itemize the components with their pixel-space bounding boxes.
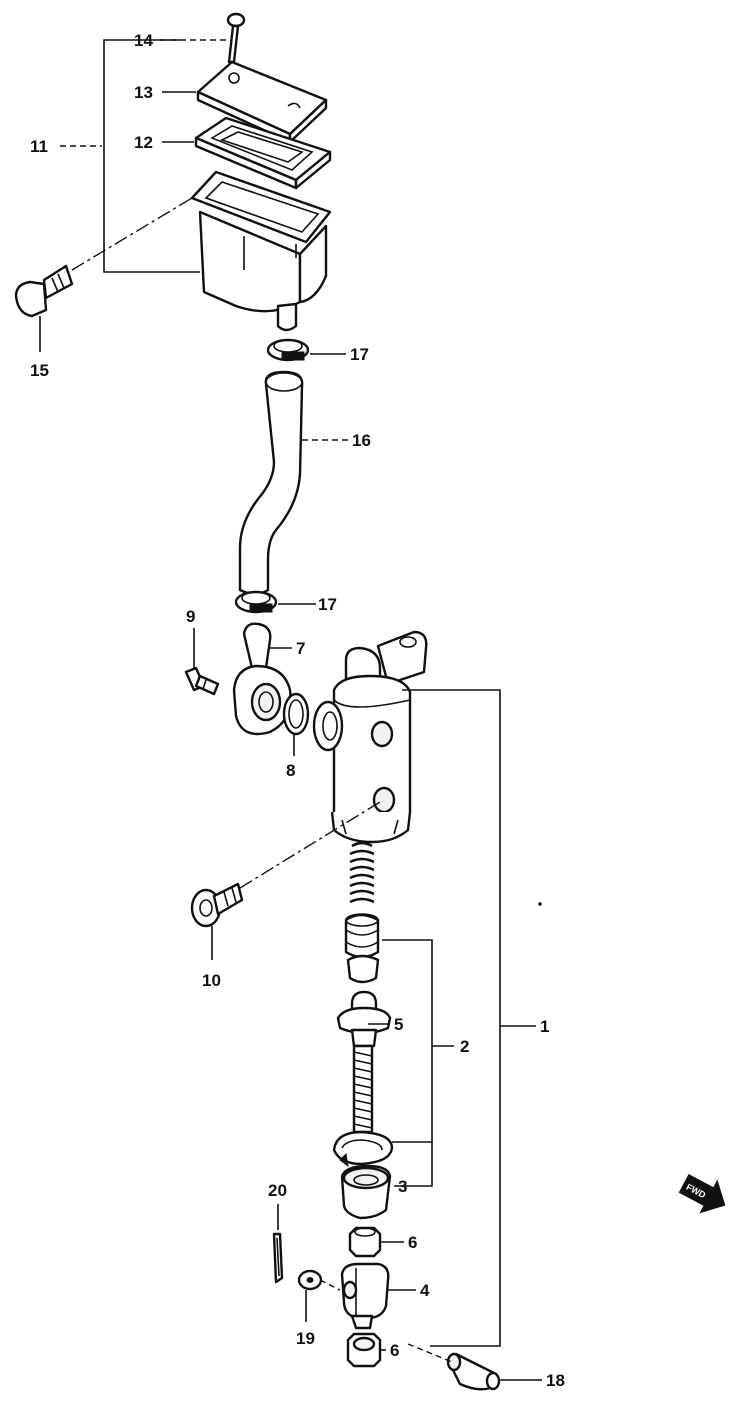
callout-labels: 14 13 12 11 15 17 16 17 9 7 8 10 5 2 1 3… — [30, 31, 565, 1390]
dust-boot-3 — [340, 1164, 392, 1220]
master-cylinder-body — [312, 630, 428, 844]
cotter-pin-20 — [272, 1232, 284, 1284]
bracket-2-lower — [394, 1142, 433, 1187]
callout-18: 18 — [546, 1371, 565, 1390]
callout-2: 2 — [460, 1037, 469, 1056]
callout-12: 12 — [134, 133, 153, 152]
callout-16: 16 — [352, 431, 371, 450]
callout-6-lower: 6 — [390, 1341, 399, 1360]
push-rod — [352, 1044, 374, 1134]
bracket-11 — [103, 39, 200, 273]
clevis-group — [272, 1204, 542, 1391]
clevis-4 — [340, 1262, 390, 1330]
piston-kit — [332, 841, 394, 1220]
bolt-15 — [14, 264, 74, 318]
hose-assembly — [234, 338, 348, 614]
inlet-fitting-group — [184, 622, 310, 756]
callout-8: 8 — [286, 761, 295, 780]
callout-17-upper: 17 — [350, 345, 369, 364]
forward-arrow-icon: FWD — [678, 1174, 726, 1214]
hose-clamp-17-upper — [266, 338, 310, 362]
stray-mark — [538, 902, 542, 906]
bracket-1 — [402, 689, 501, 1347]
callout-10: 10 — [202, 971, 221, 990]
hose-clamp-17-lower — [234, 590, 278, 614]
o-ring-8 — [282, 692, 310, 736]
lock-nut-6-upper — [348, 1226, 382, 1258]
callout-3: 3 — [398, 1177, 407, 1196]
hose-16 — [238, 370, 304, 596]
cup-seal — [344, 913, 380, 984]
reservoir-assembly — [14, 12, 332, 352]
screw-9 — [184, 666, 220, 696]
leader-18-axis — [407, 1343, 453, 1363]
callout-1: 1 — [540, 1017, 549, 1036]
callout-11: 11 — [30, 137, 48, 156]
bolt-10 — [190, 882, 244, 928]
leader-19-axis — [319, 1279, 341, 1291]
callout-14: 14 — [134, 31, 153, 50]
clevis-pin-18 — [446, 1352, 501, 1391]
callout-19: 19 — [296, 1329, 315, 1348]
callout-17-lower: 17 — [318, 595, 337, 614]
diaphragm-12 — [194, 116, 332, 190]
callout-7: 7 — [296, 639, 305, 658]
return-spring — [349, 841, 375, 904]
lock-nut-6-lower — [346, 1332, 382, 1368]
callout-6-upper: 6 — [408, 1233, 417, 1252]
callout-9: 9 — [186, 607, 195, 626]
cotter-pin-14 — [226, 12, 246, 64]
callout-5: 5 — [394, 1015, 403, 1034]
washer-19 — [297, 1269, 323, 1291]
callout-20: 20 — [268, 1181, 287, 1200]
leader-15-axis — [71, 197, 193, 271]
inlet-fitting-7 — [232, 622, 292, 736]
callout-13: 13 — [134, 83, 153, 102]
piston-5 — [336, 990, 392, 1048]
circlip — [332, 1130, 394, 1168]
callout-15: 15 — [30, 361, 49, 380]
bracket-2 — [382, 939, 433, 1143]
leader-10-axis — [239, 801, 381, 889]
reservoir-body — [190, 170, 332, 332]
callout-4: 4 — [420, 1281, 430, 1300]
